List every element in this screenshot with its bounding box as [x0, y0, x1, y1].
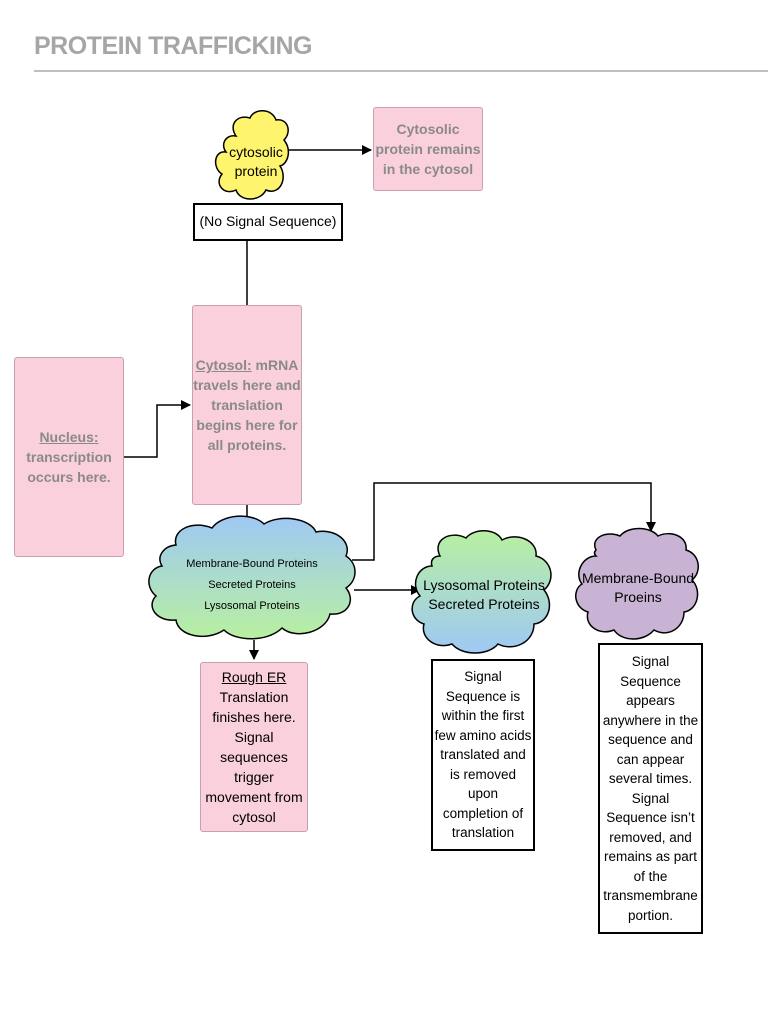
cloud-line: Proeins	[614, 589, 662, 605]
connector-er-to-membrane	[352, 482, 656, 561]
cytosolic-remains-box: Cytosolic protein remains in the cytosol	[373, 107, 483, 191]
box-line: few amino acids	[434, 727, 532, 743]
box-line: sequence and	[608, 732, 693, 747]
box-line: transmembrane	[603, 888, 698, 903]
lysosomal-signal-box: Signal Sequence is within the first few …	[431, 659, 535, 851]
box-line: cytosol	[232, 809, 276, 825]
box-line: movement from	[205, 789, 303, 805]
box-line: mRNA	[255, 357, 299, 373]
cloud-line: cytosolic	[229, 144, 283, 160]
box-line: transcription	[26, 449, 112, 465]
box-line: occurs here.	[27, 469, 111, 485]
box-line: Signal	[464, 669, 502, 685]
box-line: Cytosolic	[396, 121, 460, 137]
box-line: Sequence is	[445, 688, 521, 704]
cytosol-box: Cytosol: mRNA travels here and translati…	[192, 305, 302, 505]
box-line: within the first	[441, 708, 525, 724]
cloud-line: Membrane-Bound Proteins	[186, 558, 318, 570]
rough-er-heading: Rough ER	[221, 669, 287, 685]
box-line: Sequence isn’t	[606, 810, 695, 825]
box-line: several times.	[608, 771, 693, 786]
box-line: Signal	[631, 790, 670, 806]
er-proteins-cloud	[148, 515, 356, 640]
box-line: (No Signal Sequence)	[199, 213, 337, 230]
title-divider	[34, 70, 768, 72]
box-line: portion.	[627, 907, 674, 923]
box-line: anywhere in the	[602, 712, 699, 728]
box-line: trigger	[234, 769, 274, 785]
cytosol-heading: Cytosol:	[195, 357, 252, 373]
box-line: translation	[451, 825, 515, 841]
box-line: protein remains	[375, 141, 481, 157]
membrane-signal-box: Signal Sequence appears anywhere in the …	[598, 643, 703, 934]
lysosomal-secreted-cloud	[411, 530, 552, 654]
er-proteins-label: Membrane-Bound Proteins Secreted Protein…	[160, 554, 344, 617]
connector-nucleus-to-cytosol	[124, 400, 191, 458]
lysosomal-secreted-label: Lysosomal Proteins Secreted Proteins	[418, 576, 550, 614]
box-line: can appear	[616, 751, 685, 767]
box-line: travels here and	[193, 377, 301, 393]
box-line: translation	[211, 397, 283, 413]
box-line: Translation	[219, 689, 289, 705]
box-line: removed, and	[609, 829, 692, 845]
box-line: Signal	[234, 729, 274, 745]
cloud-line: protein	[234, 163, 278, 179]
box-line: completion of	[442, 805, 524, 821]
box-line: appears	[626, 693, 675, 708]
box-line: sequences	[220, 749, 288, 765]
cloud-line: Secreted Proteins	[208, 579, 296, 591]
nucleus-heading: Nucleus:	[39, 429, 99, 445]
box-line: remains as part	[603, 849, 698, 864]
box-line: is removed	[449, 766, 517, 782]
box-line: Signal	[631, 654, 670, 669]
nucleus-box: Nucleus: transcription occurs here.	[14, 357, 124, 557]
box-line: Cytosol: mRNA	[196, 355, 299, 375]
box-line: begins here for	[196, 417, 298, 433]
no-signal-sequence-box: (No Signal Sequence)	[193, 203, 343, 241]
cloud-line: Lysosomal Proteins	[423, 577, 545, 593]
box-line: translated and	[440, 747, 526, 763]
membrane-bound-label: Membrane-Bound Proeins	[578, 569, 698, 607]
box-line: of the	[633, 868, 668, 884]
membrane-bound-cloud	[575, 527, 699, 640]
box-line: finishes here.	[212, 709, 296, 725]
box-line: Sequence	[620, 673, 681, 689]
cytosolic-protein-cloud	[214, 110, 290, 200]
page-title: PROTEIN TRAFFICKING	[34, 32, 313, 60]
box-line: in the cytosol	[382, 161, 474, 177]
cytosolic-protein-label: cytosolic protein	[218, 143, 294, 181]
box-line: all proteins.	[207, 437, 287, 453]
rough-er-box: Rough ER Translation finishes here. Sign…	[200, 662, 308, 832]
connector-lines	[124, 145, 656, 660]
cloud-line: Lysosomal Proteins	[204, 600, 300, 612]
box-line: upon	[467, 786, 499, 802]
cloud-line: Membrane-Bound	[581, 570, 695, 586]
cloud-line: Secreted Proteins	[428, 596, 540, 612]
